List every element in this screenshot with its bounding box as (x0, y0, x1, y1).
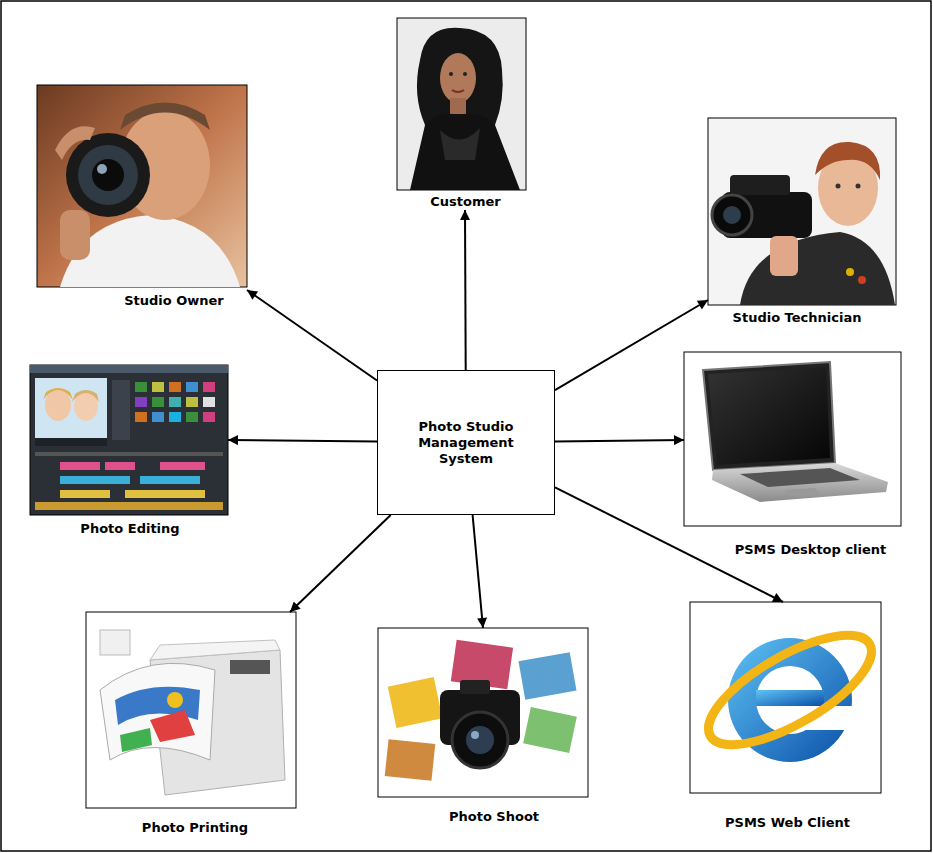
arrow (247, 290, 377, 381)
caption: Photo Printing (90, 820, 300, 836)
image-node: Photo Editing (30, 365, 228, 537)
customer-photo (397, 18, 526, 190)
caption: PSMS Desktop client (702, 542, 919, 558)
image-node: Photo Shoot (378, 628, 588, 825)
image-node: PSMS Desktop client (684, 352, 901, 558)
printer-picture (86, 612, 296, 808)
arrow (290, 515, 391, 612)
caption: Studio Technician (703, 310, 891, 326)
caption: Customer (401, 194, 530, 210)
laptop-picture (684, 352, 901, 526)
arrow (464, 210, 467, 370)
photo-editing-screenshot (30, 365, 228, 515)
image-node: Customer (397, 18, 526, 210)
photo-shoot-picture (378, 628, 588, 797)
image-node: PSMS Web Client (690, 602, 881, 831)
arrow (555, 300, 708, 390)
browser-logo (690, 602, 887, 793)
arrow (555, 440, 684, 442)
caption: Studio Owner (69, 293, 279, 309)
studio-owner-photo (37, 85, 247, 287)
caption: PSMS Web Client (692, 815, 883, 831)
arrow (473, 515, 483, 628)
image-node: Photo Printing (86, 612, 296, 836)
image-node: Studio Technician (708, 118, 896, 326)
caption: Photo Shoot (389, 809, 599, 825)
system-box: Photo Studio Management System (377, 370, 555, 515)
studio-technician-photo (708, 118, 896, 305)
caption: Photo Editing (31, 521, 229, 537)
image-node: Studio Owner (37, 85, 247, 309)
system-name: Photo Studio Management System (391, 419, 541, 467)
arrow (228, 440, 377, 442)
